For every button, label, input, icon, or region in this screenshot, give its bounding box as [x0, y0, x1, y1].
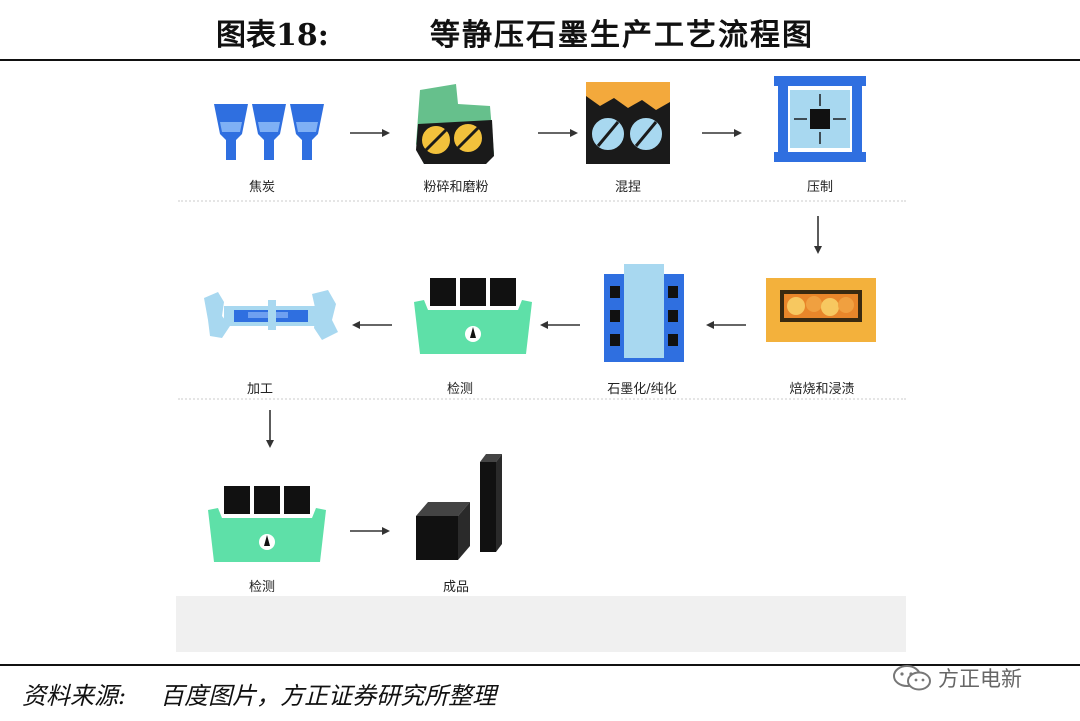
step-label-graphitize: 石墨化/纯化 — [607, 382, 677, 397]
source-text: 百度图片，方正证券研究所整理 — [160, 682, 497, 710]
watermark: 方正电新 — [892, 662, 1022, 694]
step-label-inspect: 检测 — [248, 580, 276, 595]
arrow-right-icon — [538, 124, 578, 143]
bottom-rule — [0, 664, 1080, 666]
step-label-grind: 粉碎和磨粉 — [423, 180, 489, 195]
machining-icon — [204, 286, 338, 344]
arrow-right-icon — [702, 124, 742, 143]
inspection-icon — [208, 484, 326, 562]
step-label-inspect: 检测 — [446, 382, 474, 397]
arrow-down-icon — [264, 410, 276, 454]
source-label: 资料来源: — [22, 682, 127, 710]
step-label-coke: 焦炭 — [248, 180, 276, 195]
top-rule — [0, 59, 1080, 61]
mixer-icon — [586, 82, 670, 164]
figure-title-text: 等静压石墨生产工艺流程图 — [430, 18, 814, 53]
graphitization-furnace-icon — [604, 264, 684, 362]
press-icon — [774, 76, 866, 162]
wechat-icon — [893, 665, 931, 691]
arrow-left-icon — [352, 316, 392, 335]
grinder-icon — [414, 84, 496, 166]
arrow-left-icon — [706, 316, 746, 335]
step-label-product: 成品 — [442, 580, 470, 595]
step-label-machine: 加工 — [246, 382, 274, 397]
arrow-right-icon — [350, 124, 390, 143]
kiln-icon — [766, 278, 876, 342]
row-separator — [178, 200, 906, 202]
finished-product-icon — [414, 454, 506, 562]
inspection-icon — [414, 276, 532, 354]
figure-title: 图表18: 等静压石墨生产工艺流程图 — [0, 8, 1080, 54]
watermark-text: 方正电新 — [938, 667, 1022, 691]
step-label-knead: 混捏 — [614, 180, 642, 195]
figure-label: 图表18: — [216, 18, 329, 53]
source-note: 资料来源: 百度图片，方正证券研究所整理 — [22, 676, 496, 711]
arrow-down-icon — [812, 216, 824, 260]
arrow-left-icon — [540, 316, 580, 335]
coke-icon — [212, 100, 328, 166]
arrow-right-icon — [350, 522, 390, 541]
step-label-press: 压制 — [806, 180, 834, 195]
bottom-panel — [176, 596, 906, 652]
step-label-bake: 焙烧和浸渍 — [789, 382, 855, 397]
row-separator — [178, 398, 906, 400]
